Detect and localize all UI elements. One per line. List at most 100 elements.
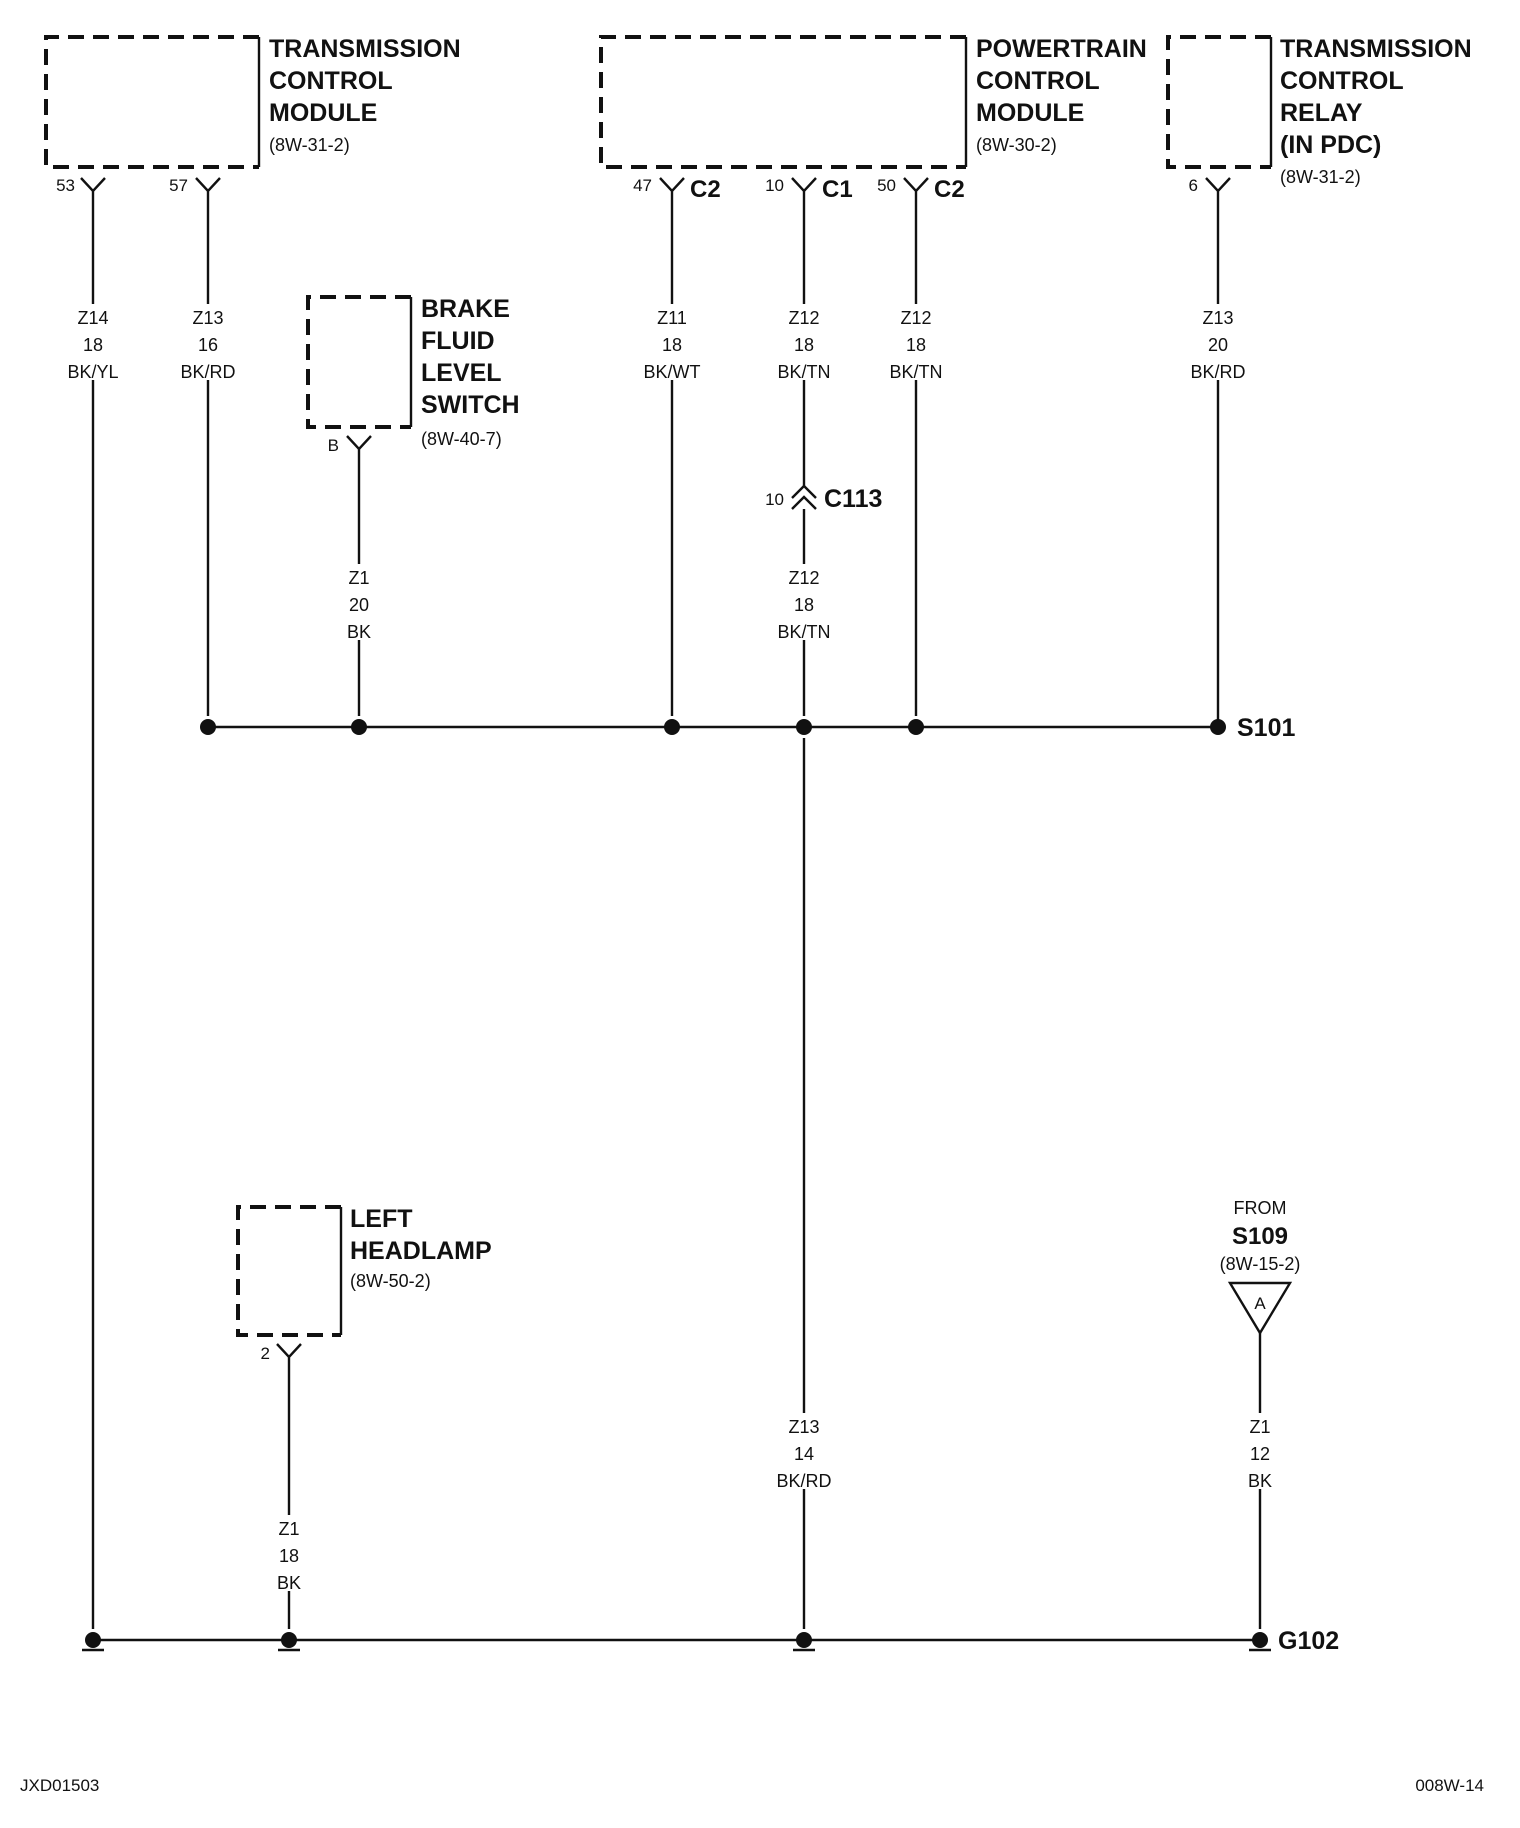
svg-text:BK: BK [277, 1573, 301, 1593]
splice-dot [1210, 719, 1226, 735]
svg-text:12: 12 [1250, 1444, 1270, 1464]
svg-text:Z1: Z1 [1249, 1417, 1270, 1437]
tcm-component: TRANSMISSION CONTROL MODULE (8W-31-2) [44, 35, 461, 169]
brake-switch-component: BRAKE FLUID LEVEL SWITCH (8W-40-7) [306, 295, 520, 449]
pcm-pin-10-connector: 10 C1 [765, 176, 853, 203]
brake-name-1: BRAKE [421, 295, 510, 323]
svg-text:Z13: Z13 [1202, 308, 1233, 328]
connector-name: C2 [690, 176, 721, 203]
relay-name-4: (IN PDC) [1280, 131, 1381, 159]
relay-ref: (8W-31-2) [1280, 167, 1361, 187]
wire-label: Z1 18 BK [277, 1519, 301, 1593]
wire-label: Z1 12 BK [1248, 1417, 1272, 1491]
pin-number: 2 [261, 1344, 270, 1363]
pin-number: 47 [633, 176, 652, 195]
tcm-ref: (8W-31-2) [269, 135, 350, 155]
svg-text:Z11: Z11 [657, 308, 687, 328]
brake-name-3: LEVEL [421, 359, 502, 387]
ground-g102: G102 [82, 1627, 1339, 1655]
from-splice-ref: (8W-15-2) [1220, 1254, 1301, 1274]
headlamp-name-2: HEADLAMP [350, 1237, 492, 1265]
tcm-pin-53-connector: 53 [56, 176, 106, 201]
pin-number: 10 [765, 176, 784, 195]
ground-symbol-icon [1249, 1632, 1271, 1652]
svg-text:18: 18 [794, 335, 814, 355]
pin-number: B [328, 436, 339, 455]
triangle-letter: A [1254, 1294, 1266, 1313]
svg-text:BK/RD: BK/RD [180, 362, 235, 382]
splice-dot [908, 719, 924, 735]
wire-label: Z14 18 BK/YL [67, 308, 118, 382]
footer-left-code: JXD01503 [20, 1776, 99, 1795]
svg-text:16: 16 [198, 335, 218, 355]
svg-text:Z13: Z13 [192, 308, 223, 328]
pin-number: 53 [56, 176, 75, 195]
pcm-pin-50-connector: 50 C2 [877, 176, 965, 203]
svg-text:18: 18 [662, 335, 682, 355]
splice-dot [200, 719, 216, 735]
tcm-name-3: MODULE [269, 99, 377, 127]
splice-dot [351, 719, 367, 735]
pcm-component: POWERTRAIN CONTROL MODULE (8W-30-2) [599, 35, 1147, 169]
pin-number: 50 [877, 176, 896, 195]
inline-connector-c113: 10 C113 [765, 484, 882, 513]
brake-pin-b-connector: B [328, 435, 372, 459]
splice-name: S101 [1237, 714, 1295, 742]
from-splice-name: S109 [1232, 1223, 1288, 1250]
svg-text:BK/TN: BK/TN [777, 622, 830, 642]
wire-label: Z13 20 BK/RD [1190, 308, 1245, 382]
relay-name-1: TRANSMISSION [1280, 35, 1472, 63]
svg-text:Z12: Z12 [788, 308, 819, 328]
wire-label: Z12 18 BK/TN [777, 568, 830, 642]
svg-text:Z12: Z12 [900, 308, 931, 328]
svg-text:20: 20 [1208, 335, 1228, 355]
headlamp-ref: (8W-50-2) [350, 1271, 431, 1291]
splice-s101: S101 [200, 714, 1295, 742]
pcm-name-2: CONTROL [976, 67, 1100, 95]
wire-label: Z13 14 BK/RD [776, 1417, 831, 1491]
pin-number: 6 [1189, 176, 1198, 195]
connector-name: C113 [824, 485, 882, 513]
svg-text:BK/RD: BK/RD [1190, 362, 1245, 382]
ground-symbol-icon [82, 1632, 104, 1652]
tcm-pin-57-connector: 57 [169, 176, 221, 201]
svg-text:BK/RD: BK/RD [776, 1471, 831, 1491]
wire-label: Z13 16 BK/RD [180, 308, 235, 382]
pcm-name-3: MODULE [976, 99, 1084, 127]
connector-name: C1 [822, 176, 853, 203]
svg-text:Z13: Z13 [788, 1417, 819, 1437]
ground-symbol-icon [793, 1632, 815, 1652]
headlamp-name-1: LEFT [350, 1205, 413, 1233]
svg-text:18: 18 [794, 595, 814, 615]
tcm-name-2: CONTROL [269, 67, 393, 95]
svg-text:18: 18 [83, 335, 103, 355]
from-splice-s109: FROM S109 (8W-15-2) A [1220, 1198, 1301, 1336]
pcm-pin-47-connector: 47 C2 [633, 176, 721, 203]
pin-number: 57 [169, 176, 188, 195]
relay-name-3: RELAY [1280, 99, 1363, 127]
pin-number: 10 [765, 490, 784, 509]
relay-name-2: CONTROL [1280, 67, 1404, 95]
svg-text:BK: BK [347, 622, 371, 642]
headlamp-pin-2-connector: 2 [261, 1343, 302, 1367]
ground-name: G102 [1278, 1627, 1339, 1655]
pcm-ref: (8W-30-2) [976, 135, 1057, 155]
relay-pin-6-connector: 6 [1189, 176, 1231, 201]
svg-text:Z12: Z12 [788, 568, 819, 588]
offpage-triangle-icon [1227, 1281, 1293, 1336]
svg-text:20: 20 [349, 595, 369, 615]
svg-text:BK/TN: BK/TN [777, 362, 830, 382]
wire-label: Z12 18 BK/TN [889, 308, 942, 382]
svg-text:BK/YL: BK/YL [67, 362, 118, 382]
svg-text:Z1: Z1 [278, 1519, 299, 1539]
svg-text:Z1: Z1 [348, 568, 369, 588]
brake-name-2: FLUID [421, 327, 495, 355]
footer-right-code: 008W-14 [1415, 1776, 1484, 1795]
svg-text:18: 18 [279, 1546, 299, 1566]
brake-ref: (8W-40-7) [421, 429, 502, 449]
connector-name: C2 [934, 176, 965, 203]
brake-name-4: SWITCH [421, 391, 520, 419]
svg-text:Z14: Z14 [77, 308, 108, 328]
tcm-name-1: TRANSMISSION [269, 35, 461, 63]
